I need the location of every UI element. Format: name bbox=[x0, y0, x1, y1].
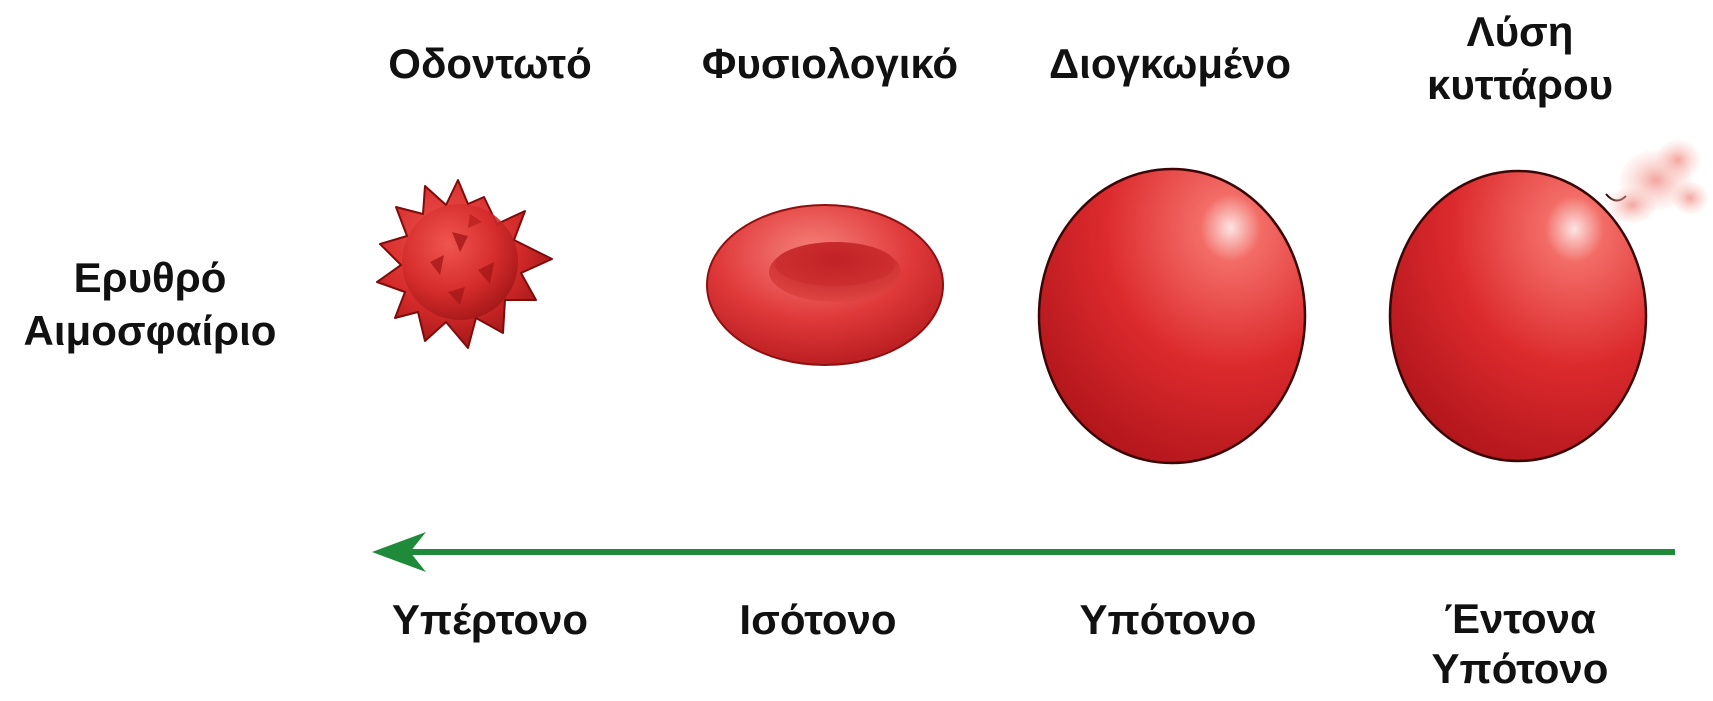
lysed-cell-icon bbox=[1390, 140, 1708, 461]
column-title-lysed: Λύση κυττάρου bbox=[1370, 6, 1670, 111]
row-label-line1: Ερυθρό bbox=[0, 252, 300, 305]
tonicity-text: Υπότονο bbox=[1018, 594, 1318, 647]
swollen-cell-icon bbox=[1039, 169, 1305, 463]
tonicity-text: Υπέρτονο bbox=[340, 594, 640, 647]
column-title-text: Διογκωμένο bbox=[1020, 38, 1320, 91]
column-title-crenated: Οδοντωτό bbox=[340, 38, 640, 91]
column-title-text: Φυσιολογικό bbox=[680, 38, 980, 91]
tonicity-label-hypotonic: Υπότονο bbox=[1018, 594, 1318, 647]
column-title-text: Οδοντωτό bbox=[340, 38, 640, 91]
tonicity-label-isotonic: Ισότονο bbox=[668, 594, 968, 647]
tonicity-text: Ισότονο bbox=[668, 594, 968, 647]
tonicity-text: Έντονα bbox=[1370, 594, 1670, 644]
tonicity-arrow bbox=[372, 532, 1675, 572]
row-label-line2: Αιμοσφαίριο bbox=[0, 305, 300, 358]
crenated-cell-icon bbox=[377, 180, 552, 348]
column-title-swollen: Διογκωμένο bbox=[1020, 38, 1320, 91]
tonicity-label-strongly-hypotonic: Έντονα Υπότονο bbox=[1370, 594, 1670, 695]
tonicity-label-hypertonic: Υπέρτονο bbox=[340, 594, 640, 647]
column-title-normal: Φυσιολογικό bbox=[680, 38, 980, 91]
normal-biconcave-cell-icon bbox=[707, 205, 943, 365]
column-title-text: Λύση bbox=[1370, 6, 1670, 59]
column-title-text: κυττάρου bbox=[1370, 59, 1670, 112]
row-label: Ερυθρό Αιμοσφαίριο bbox=[0, 252, 300, 357]
tonicity-text: Υπότονο bbox=[1370, 644, 1670, 694]
